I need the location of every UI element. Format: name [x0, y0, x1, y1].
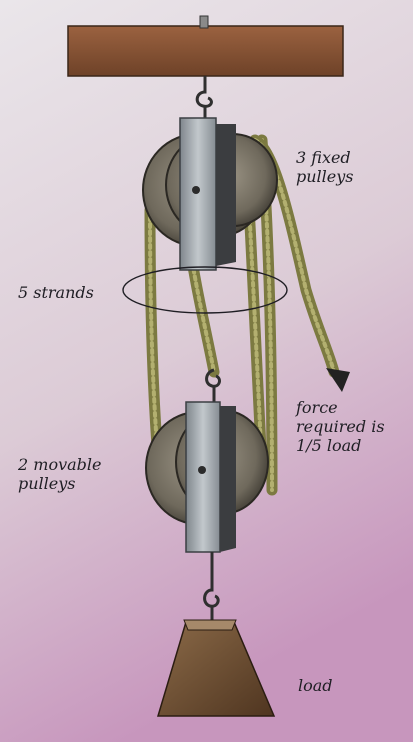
- movable-pulley-block: [145, 401, 269, 553]
- bracket-side: [216, 124, 236, 266]
- fixed-pulleys-label-line: pulleys: [296, 167, 354, 186]
- fixed-pulley-block: [142, 117, 278, 271]
- beam-top-spike: [199, 15, 209, 29]
- ceiling-beam: [67, 25, 344, 77]
- load-top: [183, 619, 237, 631]
- arrow-down-icon: [326, 368, 350, 392]
- movable-pulleys-label-line: pulleys: [18, 474, 76, 493]
- hook-icon: [203, 552, 220, 622]
- axle-bolt: [192, 186, 200, 194]
- axle-bolt: [198, 466, 206, 474]
- hook-icon: [195, 76, 213, 108]
- force-label: force required is 1/5 load: [296, 398, 385, 455]
- strands-indicator-ellipse: [122, 266, 288, 314]
- load-label-text: load: [298, 676, 333, 695]
- rope-strand: [148, 208, 160, 462]
- movable-pulley-bracket: [185, 401, 221, 553]
- strands-label: 5 strands: [18, 283, 94, 302]
- fixed-pulley-bracket: [179, 117, 217, 271]
- force-label-line: 1/5 load: [296, 436, 362, 455]
- movable-pulleys-label: 2 movable pulleys: [18, 455, 101, 493]
- force-label-line: force: [296, 398, 338, 417]
- load-label: load: [298, 676, 333, 695]
- strands-label-text: 5 strands: [18, 283, 94, 302]
- fixed-pulleys-label-line: 3 fixed: [296, 148, 351, 167]
- fixed-pulleys-label: 3 fixed pulleys: [296, 148, 354, 186]
- movable-pulleys-label-line: 2 movable: [18, 455, 102, 474]
- bracket-side: [220, 406, 236, 552]
- hook-icon: [205, 368, 221, 402]
- force-label-line: required is: [296, 417, 385, 436]
